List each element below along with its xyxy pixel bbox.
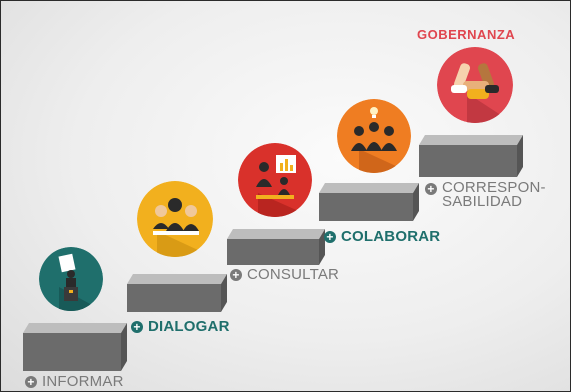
group-conversation-icon bbox=[137, 181, 213, 257]
plus-icon: + bbox=[425, 183, 437, 195]
speaker-at-podium-icon bbox=[39, 247, 103, 311]
step-label-consultar: + CONSULTAR bbox=[230, 267, 339, 282]
step-block-3 bbox=[227, 229, 325, 265]
plus-icon: + bbox=[230, 269, 242, 281]
step-label-text: COLABORAR bbox=[341, 228, 441, 245]
step-label-corresponsabilidad: + CORRESPON- SABILIDAD bbox=[425, 179, 546, 210]
step-label-informar: + INFORMAR bbox=[25, 374, 124, 389]
step-label-line-1: CORRESPON- bbox=[442, 179, 546, 196]
plus-icon: + bbox=[25, 376, 37, 388]
step-label-text: CORRESPON- SABILIDAD bbox=[442, 179, 546, 210]
presentation-meeting-icon bbox=[238, 143, 312, 217]
step-label-line-2: SABILIDAD bbox=[442, 193, 523, 210]
team-idea-icon bbox=[337, 99, 411, 173]
step-label-text: DIALOGAR bbox=[148, 318, 230, 335]
step-block-4 bbox=[319, 183, 419, 221]
joined-hands-icon bbox=[437, 47, 513, 123]
step-label-colaborar: + COLABORAR bbox=[324, 229, 440, 244]
plus-icon: + bbox=[131, 321, 143, 333]
plus-icon: + bbox=[324, 231, 336, 243]
step-label-text: INFORMAR bbox=[42, 373, 124, 390]
goal-title: GOBERNANZA bbox=[417, 27, 516, 42]
step-label-text: CONSULTAR bbox=[247, 266, 340, 283]
step-label-dialogar: + DIALOGAR bbox=[131, 319, 230, 334]
step-block-2 bbox=[127, 274, 227, 312]
step-block-5 bbox=[419, 135, 523, 177]
step-block-1 bbox=[23, 323, 127, 371]
